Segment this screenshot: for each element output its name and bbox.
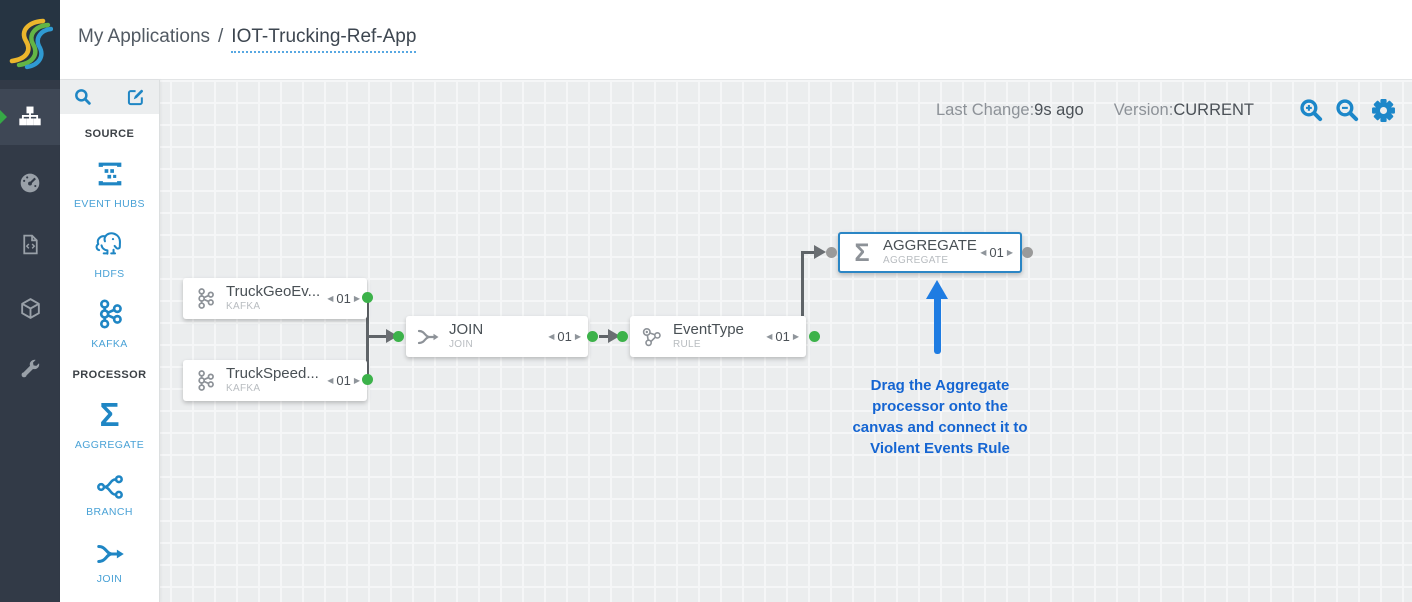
pager-next-icon[interactable]: ▶	[1006, 248, 1013, 257]
zoom-in-icon[interactable]	[1299, 98, 1324, 123]
port-out-truckgeoevent[interactable]	[362, 292, 373, 303]
event-hubs-icon	[93, 155, 127, 193]
pager-prev-icon[interactable]: ◀	[327, 376, 334, 385]
node-version-pager: ◀ 01 ▶	[327, 373, 360, 388]
pager-next-icon[interactable]: ▶	[353, 294, 360, 303]
node-title: EventType	[673, 321, 744, 339]
component-palette: SOURCE EVENT HUBS	[60, 80, 160, 602]
kafka-icon	[190, 369, 220, 392]
join-icon	[413, 325, 443, 349]
annotation-text: Drag the Aggregate processor onto the ca…	[852, 377, 1028, 457]
node-title: AGGREGATE	[883, 237, 977, 255]
breadcrumb: My Applications / IOT-Trucking-Ref-App	[78, 26, 417, 53]
palette-item-branch[interactable]: BRANCH	[60, 473, 159, 518]
breadcrumb-separator: /	[218, 26, 224, 47]
palette-item-kafka[interactable]: KAFKA	[60, 295, 159, 350]
sidebar-item-custom-processor[interactable]	[0, 216, 60, 272]
palette-item-event-hubs[interactable]: EVENT HUBS	[60, 155, 159, 210]
sidebar-item-model-registry[interactable]	[0, 280, 60, 336]
annotation-arrow-shaft	[934, 297, 941, 354]
pager-prev-icon[interactable]: ◀	[980, 248, 987, 257]
node-truckspeedevent[interactable]: TruckSpeed... KAFKA ◀ 01 ▶	[183, 360, 367, 401]
annotation-arrow-icon	[926, 280, 948, 299]
node-title: JOIN	[449, 321, 484, 339]
custom-processor-icon	[22, 234, 38, 254]
node-subtitle: AGGREGATE	[883, 255, 949, 267]
node-truckgeoevent[interactable]: TruckGeoEv... KAFKA ◀ 01 ▶	[183, 278, 367, 319]
connector-eventtype-up	[801, 251, 804, 316]
port-in-eventtype[interactable]	[617, 331, 628, 342]
node-eventtype[interactable]: EventType RULE ◀ 01 ▶	[630, 316, 806, 357]
pager-prev-icon[interactable]: ◀	[548, 332, 555, 341]
connector-sources-to-join	[366, 335, 387, 338]
version-value: CURRENT	[1173, 101, 1254, 119]
node-subtitle: RULE	[673, 339, 701, 351]
port-out-eventtype[interactable]	[809, 331, 820, 342]
active-chevron-icon	[0, 110, 7, 124]
pager-prev-icon[interactable]: ◀	[766, 332, 773, 341]
sigma-icon: Σ	[99, 396, 120, 433]
node-version-pager: ◀ 01 ▶	[327, 291, 360, 306]
model-registry-icon	[20, 297, 40, 319]
node-version-pager: ◀ 01 ▶	[766, 329, 799, 344]
topology-canvas[interactable]: Last Change: 9s ago Version: CURRENT	[60, 80, 1412, 602]
streams-swirl-icon	[9, 18, 53, 70]
port-in-join[interactable]	[393, 331, 404, 342]
app-logo[interactable]	[0, 0, 60, 80]
top-header: My Applications / IOT-Trucking-Ref-App	[60, 0, 1412, 80]
node-title: TruckGeoEv...	[226, 283, 321, 301]
left-nav-sidebar	[0, 80, 60, 602]
palette-item-hdfs[interactable]: HDFS	[60, 225, 159, 280]
pager-next-icon[interactable]: ▶	[353, 376, 360, 385]
branch-icon	[95, 473, 125, 501]
port-out-join[interactable]	[587, 331, 598, 342]
node-join[interactable]: JOIN JOIN ◀ 01 ▶	[406, 316, 588, 357]
palette-section-source: SOURCE	[84, 128, 135, 140]
pager-next-icon[interactable]: ▶	[574, 332, 581, 341]
port-in-aggregate[interactable]	[826, 247, 837, 258]
settings-gear-icon[interactable]	[1371, 98, 1396, 123]
port-out-aggregate[interactable]	[1022, 247, 1033, 258]
canvas-statusbar: Last Change: 9s ago Version: CURRENT	[936, 98, 1396, 123]
rule-icon	[637, 325, 667, 349]
node-subtitle: KAFKA	[226, 301, 261, 313]
pager-prev-icon[interactable]: ◀	[327, 294, 334, 303]
dashboard-icon	[20, 173, 40, 193]
version-label: Version:	[1113, 101, 1174, 119]
hdfs-elephant-icon	[92, 225, 128, 263]
palette-toolbar	[60, 80, 159, 114]
sigma-icon: Σ	[854, 238, 870, 267]
edit-icon[interactable]	[126, 87, 146, 107]
palette-item-join[interactable]: JOIN	[60, 540, 159, 585]
connector-sources-spine	[366, 294, 369, 382]
node-subtitle: KAFKA	[226, 383, 261, 395]
connector-eventtype-to-aggregate	[801, 251, 817, 254]
topology-icon	[19, 106, 41, 126]
sidebar-item-dashboard[interactable]	[0, 155, 60, 211]
arrowhead-into-aggregate	[814, 245, 826, 259]
kafka-icon	[190, 287, 220, 310]
breadcrumb-app-name[interactable]: IOT-Trucking-Ref-App	[231, 26, 417, 53]
search-icon[interactable]	[73, 87, 93, 107]
breadcrumb-my-applications[interactable]: My Applications	[78, 26, 211, 47]
join-icon	[94, 540, 126, 568]
configuration-wrench-icon	[21, 359, 39, 377]
node-subtitle: JOIN	[449, 339, 473, 351]
pager-next-icon[interactable]: ▶	[792, 332, 799, 341]
palette-section-processor: PROCESSOR	[72, 369, 147, 381]
port-out-truckspeedevent[interactable]	[362, 374, 373, 385]
palette-item-aggregate[interactable]: Σ AGGREGATE	[74, 396, 145, 452]
zoom-out-icon[interactable]	[1335, 98, 1360, 123]
last-change-value: 9s ago	[1034, 101, 1084, 119]
node-aggregate[interactable]: Σ AGGREGATE AGGREGATE ◀ 01 ▶	[838, 232, 1022, 273]
last-change-label: Last Change:	[936, 101, 1035, 119]
connector-join-to-eventtype	[599, 335, 610, 338]
kafka-icon	[94, 295, 126, 333]
node-title: TruckSpeed...	[226, 365, 319, 383]
node-version-pager: ◀ 01 ▶	[980, 245, 1013, 260]
sidebar-item-my-applications[interactable]	[0, 89, 60, 145]
node-version-pager: ◀ 01 ▶	[548, 329, 581, 344]
sidebar-item-configuration[interactable]	[0, 342, 60, 398]
